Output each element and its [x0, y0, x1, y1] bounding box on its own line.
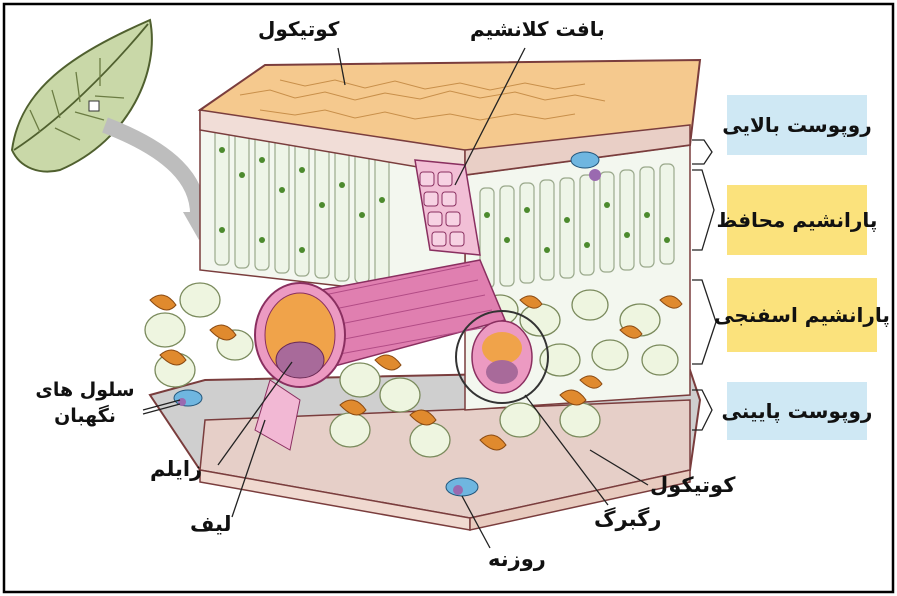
layer-spongy-parenchyma: پارانشیم اسفنجی: [727, 278, 877, 352]
label-xylem: زایلم: [150, 458, 202, 481]
label-guard-cells: سلول های نگهبان: [30, 378, 140, 429]
layer-palisade-parenchyma: پارانشیم محافظ: [727, 185, 867, 255]
layer-upper-epidermis: روپوست بالایی: [727, 95, 867, 155]
leaf-icon: [12, 20, 152, 172]
label-cuticle-bottom: کوتیکول: [650, 474, 735, 497]
layer-lower-epidermis: روپوست پایینی: [727, 382, 867, 440]
label-fiber: لیف: [190, 513, 231, 536]
label-cuticle-top: کوتیکول: [258, 18, 339, 40]
label-stoma: روزنه: [488, 548, 546, 571]
label-collenchyma: بافت کلانشیم: [470, 18, 605, 40]
label-vein: رگبرگ: [594, 508, 661, 531]
